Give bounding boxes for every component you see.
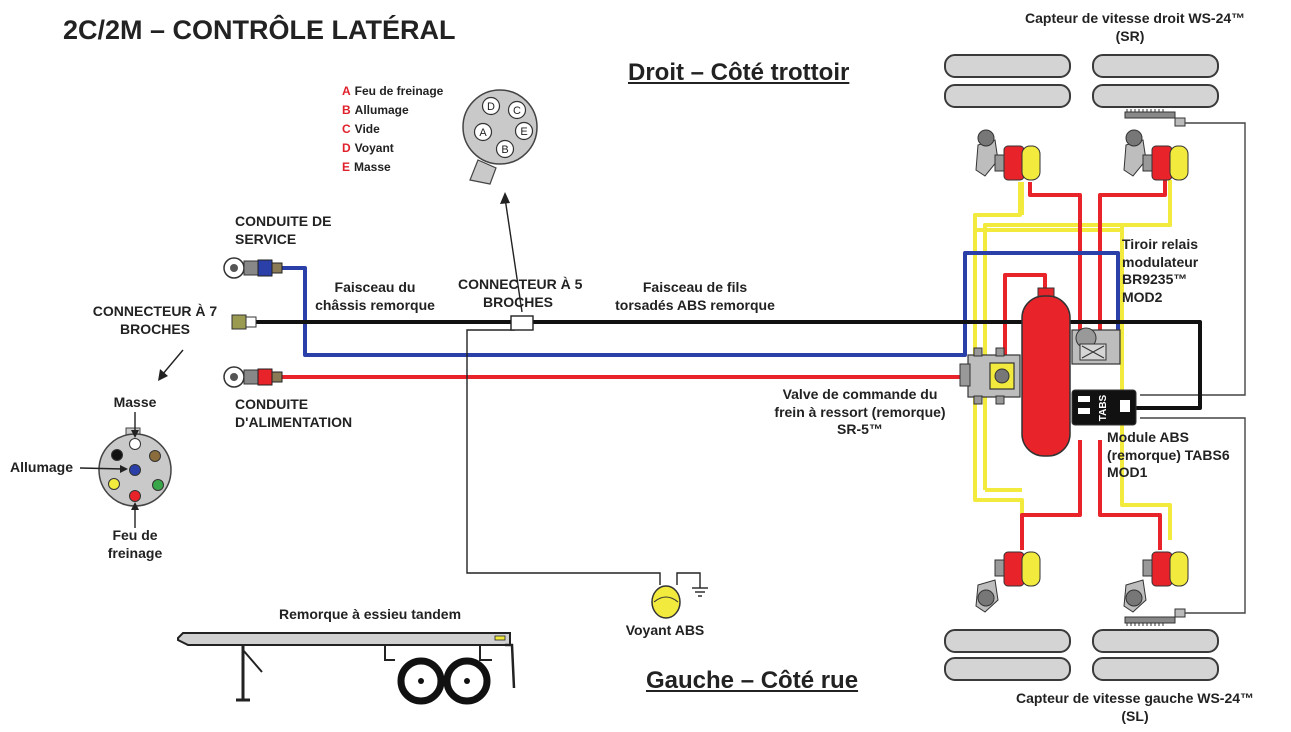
tabs-module-text: TABS (1098, 394, 1109, 421)
abs-harness (255, 320, 1202, 410)
abs-lamp (651, 585, 681, 619)
spring-brake-valve (959, 347, 1021, 405)
tabs-module (1071, 389, 1137, 426)
tire-front-left-outer (944, 629, 1071, 653)
arrow-to-5pin (504, 197, 523, 313)
trailer-illustration (177, 632, 516, 705)
page-title: 2C/2M – CONTRÔLE LATÉRAL (63, 15, 456, 45)
side-label-left: Gauche – Côté rue (646, 667, 859, 694)
speed-sensor-left (1124, 608, 1186, 626)
tire-rear-left-inner (1092, 657, 1219, 681)
gladhand-service (223, 257, 283, 279)
sensor-cables (1140, 122, 1246, 614)
tire-rear-left-outer (1092, 629, 1219, 653)
relay-valve (1071, 327, 1121, 365)
plug-5-pin: D C A E B (462, 89, 538, 185)
sensor-cable-right (1140, 122, 1246, 396)
plug-7-pin-inline (231, 314, 257, 330)
tire-rear-right-inner (1092, 84, 1219, 108)
brake-chamber-rear-left (1123, 551, 1189, 613)
sensor-left-label: Capteur de vitesse gauche WS-24™ (SL) (1015, 690, 1255, 724)
plug7-left-label: Allumage (10, 459, 74, 475)
brake-chamber-front-left (975, 551, 1041, 613)
plug7-top-label: Masse (113, 394, 157, 410)
brake-chamber-rear-right (1123, 129, 1189, 181)
tire-front-right-outer (944, 54, 1071, 78)
svg-text:D: D (487, 101, 495, 113)
tire-rear-right-outer (1092, 54, 1219, 78)
abs-lamp-label: Voyant ABS (625, 622, 705, 638)
sensor-cable-left (1140, 417, 1246, 614)
tire-front-right-inner (944, 84, 1071, 108)
tires (944, 54, 1219, 681)
gladhand-supply (223, 366, 283, 388)
connector-5-pin-inline (510, 315, 534, 331)
sensor-right-label: Capteur de vitesse droit WS-24™ (SR) (1025, 10, 1246, 44)
brake-chamber-front-right (975, 129, 1041, 181)
plug-7-arrows (79, 412, 139, 528)
svg-text:C: C (513, 105, 521, 117)
trailer-label: Remorque à essieu tandem (278, 606, 462, 622)
service-line (280, 251, 1120, 357)
arrow-to-7pin (161, 349, 184, 376)
svg-text:B: B (501, 144, 508, 156)
ground-symbol (692, 587, 708, 597)
speed-sensor-right (1124, 109, 1186, 127)
service-brake-hoses (1003, 180, 1167, 550)
side-label-right: Droit – Côté trottoir (628, 59, 850, 86)
lamp-wire (466, 329, 661, 585)
reservoir-tank (1021, 287, 1071, 457)
svg-text:E: E (520, 126, 527, 138)
svg-text:A: A (479, 127, 487, 139)
tire-front-left-inner (944, 657, 1071, 681)
plug-7-pin (98, 427, 172, 507)
